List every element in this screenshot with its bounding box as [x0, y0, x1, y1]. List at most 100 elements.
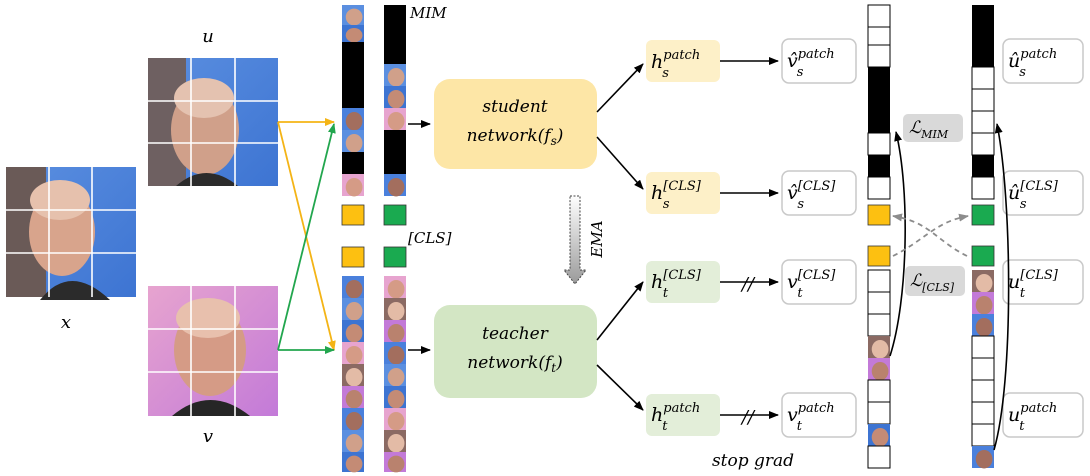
teacher-line2: network(ft) [467, 353, 562, 375]
label-vhat-s-cls: v̂[CLS]s [787, 179, 836, 212]
masked-token [342, 42, 364, 64]
student-line1: student [482, 97, 547, 117]
u-t-patch-box [1002, 392, 1084, 438]
label-mim: MIM [409, 4, 447, 22]
cls-token-teacher [383, 246, 407, 268]
arrow-student-to-hs-cls [596, 136, 644, 190]
masked-token [384, 130, 406, 152]
empty-token [971, 66, 995, 90]
label-x: x [61, 312, 71, 333]
image-u [148, 58, 278, 186]
image-v [148, 286, 278, 416]
empty-token [867, 26, 891, 46]
empty-token [867, 44, 891, 68]
prediction-column-left [867, 4, 891, 469]
label-cls-token: [CLS] [408, 229, 452, 247]
masked-token [384, 152, 406, 174]
empty-token [971, 132, 995, 156]
uhat-s-patch-box [1002, 38, 1084, 84]
label-v: v [203, 426, 213, 447]
mim-loss-curve-right [993, 123, 1010, 451]
cls-token-student [341, 246, 365, 268]
arrow-v-to-col1 [277, 123, 336, 351]
prediction-column-right [971, 5, 995, 469]
stop-mark-cls: // [740, 274, 756, 295]
label-u-t-cls: u[CLS]t [1008, 268, 1059, 301]
empty-token [971, 88, 995, 112]
masked-token [972, 27, 994, 45]
u-t-cls-box [1002, 259, 1084, 305]
label-u: u [202, 26, 214, 47]
cls-token-teacher [383, 204, 407, 226]
mim-loss-curve-left [889, 131, 906, 357]
teacher-network-box: teacher network(ft) [434, 305, 597, 398]
cls-loss-dashed-1 [892, 213, 968, 257]
masked-token [384, 5, 406, 25]
uhat-s-cls-box [1002, 170, 1084, 216]
stop-mark-patch: // [740, 407, 756, 428]
cls-token-student [867, 245, 891, 267]
label-ht-cls: h[CLS]t [651, 268, 702, 301]
masked-token [342, 86, 364, 108]
empty-token [867, 132, 891, 156]
empty-token [971, 176, 995, 200]
arrow-teacher-to-ht-cls [596, 281, 644, 341]
empty-token [867, 401, 891, 425]
student-line2: network(fs) [467, 126, 564, 148]
ht-cls-box [646, 261, 720, 303]
empty-token [971, 423, 995, 447]
masked-token [868, 89, 890, 111]
student-network-box: student network(fs) [434, 79, 597, 169]
loss-mim-box [903, 114, 963, 142]
masked-token [868, 111, 890, 133]
hs-cls-box [646, 172, 720, 214]
empty-token [867, 269, 891, 293]
token-column-2 [383, 5, 407, 473]
empty-token [867, 176, 891, 200]
vhat-s-cls-box [781, 170, 857, 216]
ht-patch-box [646, 394, 720, 436]
masked-token [342, 64, 364, 86]
label-uhat-s-cls: û[CLS]s [1008, 179, 1059, 212]
masked-token [868, 67, 890, 89]
empty-token [971, 110, 995, 134]
empty-token [971, 335, 995, 359]
masked-token [972, 5, 994, 27]
label-loss-cls: ℒ[CLS] [910, 271, 955, 294]
image-x [6, 167, 136, 300]
masked-token [342, 152, 364, 174]
empty-token [867, 445, 891, 469]
hs-patch-box [646, 40, 720, 82]
cls-loss-dashed-2 [892, 213, 969, 257]
arrow-student-to-hs-patch [596, 63, 644, 113]
token-column-1 [341, 5, 365, 473]
label-hs-cls: h[CLS]s [651, 179, 702, 212]
masked-token [972, 45, 994, 67]
label-loss-mim: ℒMIM [909, 118, 949, 141]
empty-token [867, 313, 891, 337]
vhat-s-patch-box [781, 38, 857, 84]
cls-token-student [341, 204, 365, 226]
empty-token [867, 4, 891, 28]
arrow-teacher-to-ht-patch [596, 364, 644, 411]
masked-token [868, 155, 890, 177]
masked-token [972, 155, 994, 177]
masked-token [384, 42, 406, 64]
ema-arrow [562, 195, 588, 285]
v-t-cls-box [781, 259, 857, 305]
cls-token-teacher [971, 204, 995, 226]
label-v-t-cls: v[CLS]t [787, 268, 836, 301]
empty-token [971, 401, 995, 425]
loss-cls-box [905, 266, 965, 296]
label-ema: EMA [588, 220, 606, 258]
masked-token [384, 25, 406, 42]
cls-token-student [867, 204, 891, 226]
empty-token [971, 357, 995, 381]
